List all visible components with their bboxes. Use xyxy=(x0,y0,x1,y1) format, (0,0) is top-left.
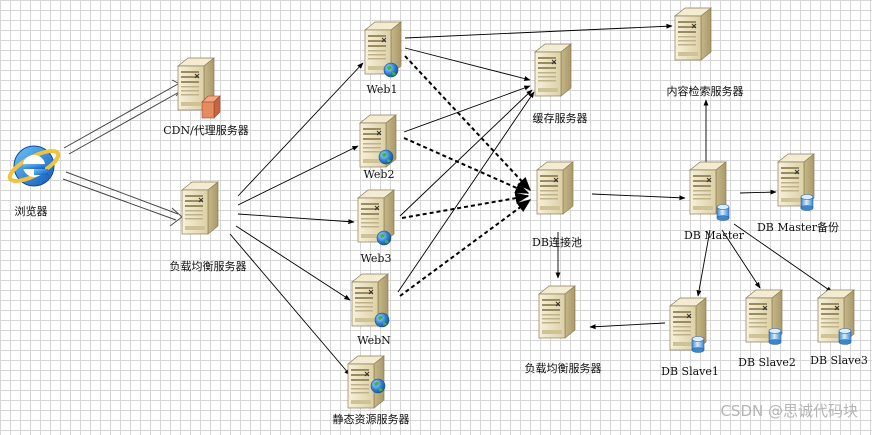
edge-dbmaster-slave2 xyxy=(721,229,761,289)
edge-browser-cdn xyxy=(63,83,182,155)
dbbackup-node xyxy=(777,153,815,211)
web3-node xyxy=(357,189,395,246)
server-icon xyxy=(181,181,219,235)
edge-browser-lb xyxy=(62,171,179,221)
label-slave2: DB Slave2 xyxy=(738,356,796,369)
dbmaster-node xyxy=(689,161,730,221)
search-node xyxy=(674,7,712,61)
label-search: 内容检索服务器 xyxy=(666,85,744,98)
edge-dbmaster-backup xyxy=(739,189,777,195)
edges xyxy=(62,23,833,376)
edge-web1-dbpool xyxy=(404,55,531,192)
database-cylinder-icon xyxy=(691,336,705,353)
web-server-globe-icon xyxy=(383,62,399,78)
edge-lb-web3 xyxy=(237,213,355,225)
slave3-node xyxy=(817,289,855,345)
web2-node xyxy=(359,114,397,168)
label-lb2: 负载均衡服务器 xyxy=(524,362,602,375)
edge-webn-dbpool xyxy=(399,199,532,297)
label-lb1: 负载均衡服务器 xyxy=(169,260,247,273)
web-server-globe-icon xyxy=(374,312,390,328)
edge-webn-cache xyxy=(397,91,535,293)
label-dbmaster: DB Master xyxy=(683,229,745,242)
web-server-globe-icon xyxy=(376,230,392,246)
browser-node xyxy=(7,145,61,187)
edge-lb-webn xyxy=(235,225,351,301)
label-slave3: DB Slave3 xyxy=(810,354,868,367)
label-web2: Web2 xyxy=(363,168,395,181)
edge-lb-arrowhead xyxy=(169,207,183,227)
lb2-node xyxy=(538,285,576,339)
slave2-node xyxy=(745,289,783,345)
webn-node xyxy=(351,273,390,328)
label-dbbackup: DB Master备份 xyxy=(756,221,840,234)
edge-lb-web2 xyxy=(237,145,359,206)
cdn-node xyxy=(177,57,221,119)
web1-node xyxy=(364,21,402,78)
web-server-globe-icon xyxy=(370,378,386,394)
label-static: 静态资源服务器 xyxy=(332,413,410,426)
label-dbpool: DB连接池 xyxy=(532,236,582,249)
internet-explorer-icon xyxy=(7,145,61,187)
edge-slave1-lb2 xyxy=(589,322,666,330)
label-web3: Web3 xyxy=(360,252,392,265)
edge-dbpool-dbmaster xyxy=(591,193,686,201)
server-icon xyxy=(674,7,712,61)
edge-lb-web1 xyxy=(237,62,364,197)
edge-dbmaster-slave3 xyxy=(733,223,833,293)
edge-web2-cache xyxy=(403,85,531,133)
label-web1: Web1 xyxy=(366,83,398,96)
label-cache: 缓存服务器 xyxy=(532,112,588,125)
server-icon xyxy=(538,285,576,339)
static-node xyxy=(347,355,386,409)
label-cdn: CDN/代理服务器 xyxy=(163,124,249,137)
database-cylinder-icon xyxy=(800,194,814,211)
edge-web2-dbpool xyxy=(403,137,530,194)
server-icon xyxy=(536,161,574,215)
database-cylinder-icon xyxy=(768,328,782,345)
edge-web1-search xyxy=(404,23,673,39)
firewall-icon xyxy=(201,95,221,119)
slave1-node xyxy=(669,297,707,353)
database-cylinder-icon xyxy=(838,328,852,345)
label-webn: WebN xyxy=(357,334,391,347)
edge-lb-static xyxy=(229,233,351,376)
dbpool-node xyxy=(536,161,574,215)
edge-web1-cache xyxy=(404,47,531,82)
edge-web3-cache xyxy=(399,89,533,217)
edge-dbmaster-slave1 xyxy=(696,229,711,297)
server-icon xyxy=(534,43,572,97)
lb1-node xyxy=(181,181,219,235)
label-browser: 浏览器 xyxy=(14,205,48,218)
web-server-globe-icon xyxy=(378,149,394,165)
cache-node xyxy=(534,43,572,97)
label-slave1: DB Slave1 xyxy=(661,365,719,378)
edge-web3-dbpool xyxy=(401,192,530,219)
watermark: CSDN @思诚代码块 xyxy=(720,402,858,420)
database-cylinder-icon xyxy=(716,204,730,221)
